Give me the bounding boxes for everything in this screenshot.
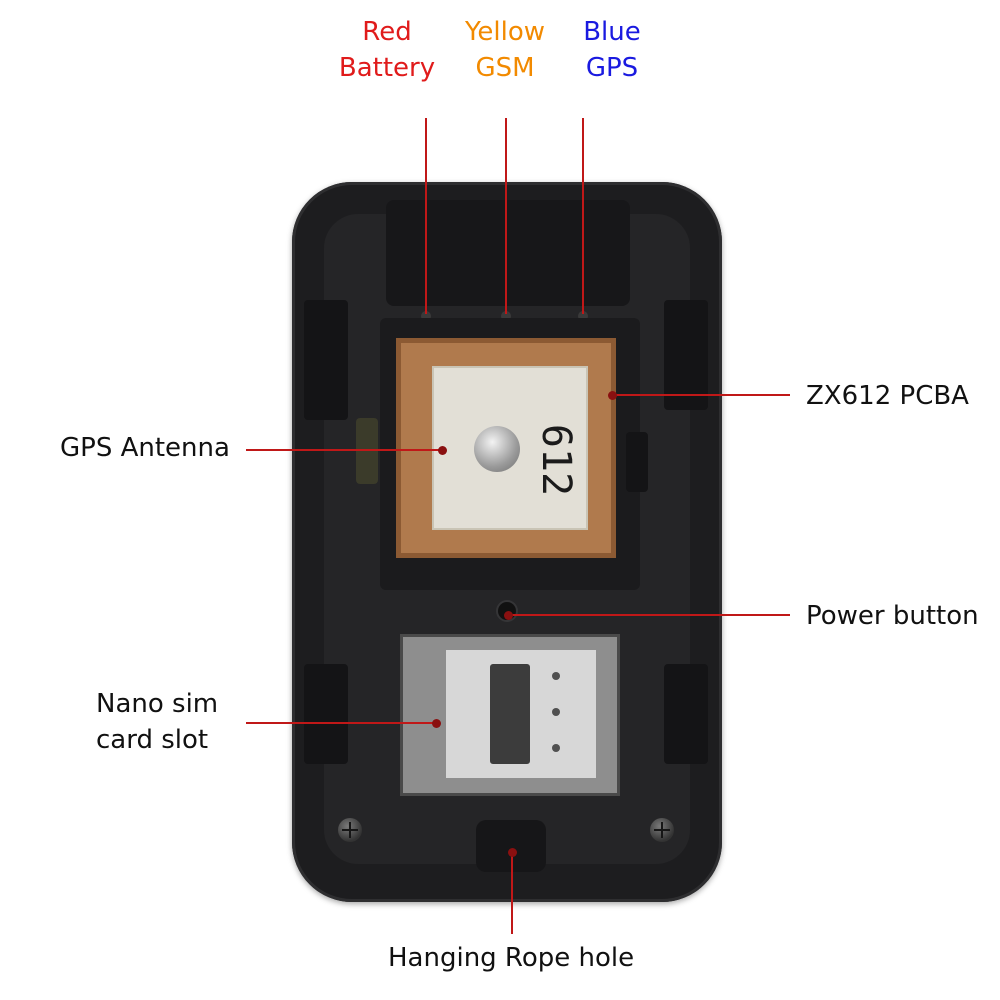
- sim-contacts: [490, 664, 530, 764]
- sim-pin: [552, 672, 560, 680]
- pcba-label: ZX612 PCBA: [806, 381, 969, 411]
- pcba-leader: [612, 394, 790, 396]
- sim-pin: [552, 744, 560, 752]
- clip-left-bottom: [304, 664, 348, 764]
- clip-right-bottom: [664, 664, 708, 764]
- led-function-gps: GPS: [585, 53, 639, 84]
- gps-antenna-leader-dot: [438, 446, 447, 455]
- gsm-led-label: Yellow GSM: [425, 14, 585, 87]
- sim-label-line2: card slot: [96, 725, 209, 756]
- sim-slot-leader: [246, 722, 436, 724]
- battery-led-label: Red Battery: [307, 14, 467, 87]
- sim-pin: [552, 708, 560, 716]
- battery-led-leader: [425, 118, 427, 314]
- screw-left: [338, 818, 362, 842]
- gps-antenna-label: GPS Antenna: [60, 433, 230, 463]
- gsm-led: [501, 311, 511, 321]
- gsm-led-leader: [505, 118, 507, 314]
- antenna-marking: 612: [533, 423, 579, 497]
- led-color-blue: Blue: [583, 17, 641, 47]
- sim-slot-leader-dot: [432, 719, 441, 728]
- gps-antenna-leader: [246, 449, 442, 451]
- clip-right-top: [664, 300, 708, 410]
- power-button-leader: [508, 614, 790, 616]
- gps-led-leader: [582, 118, 584, 314]
- led-color-yellow: Yellow: [464, 17, 546, 47]
- led-color-red: Red: [362, 17, 412, 47]
- clip-left-top: [304, 300, 348, 420]
- led-function-battery: Battery: [338, 53, 436, 84]
- contact-strip-right: [626, 432, 648, 492]
- screw-right: [650, 818, 674, 842]
- rope-hole-label: Hanging Rope hole: [388, 943, 635, 973]
- battery-led: [421, 311, 431, 321]
- rope-hole-leader-dot: [508, 848, 517, 857]
- power-button-leader-dot: [504, 611, 513, 620]
- rope-hole-leader: [511, 852, 513, 934]
- antenna-feed-pin: [474, 426, 520, 472]
- power-button-label: Power button: [806, 601, 979, 631]
- sim-slot-label: Nano sim card slot: [96, 686, 218, 759]
- contact-strip-left: [356, 418, 378, 484]
- gps-led-label: Blue GPS: [532, 14, 692, 87]
- led-function-gsm: GSM: [475, 53, 535, 84]
- gps-led: [578, 311, 588, 321]
- battery-connector-recess: [386, 200, 630, 306]
- pcba-leader-dot: [608, 391, 617, 400]
- sim-label-line1: Nano sim: [96, 689, 219, 719]
